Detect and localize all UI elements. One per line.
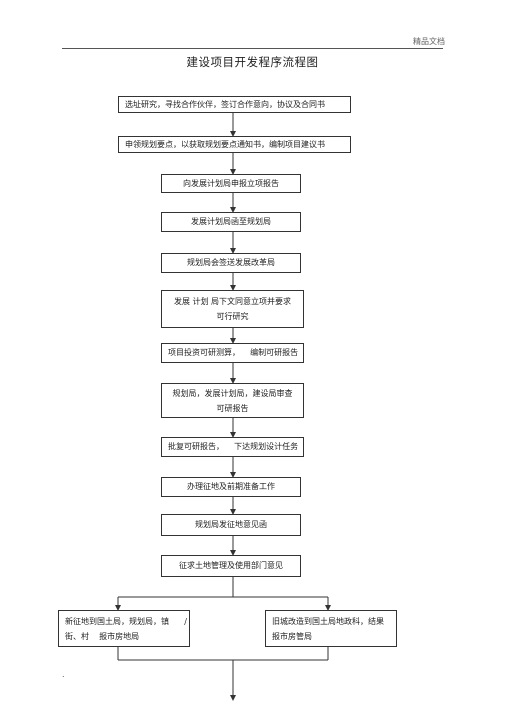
step-countersign: 规划局会签送发展改革局 <box>161 253 301 273</box>
step-planning-letter: 发展计划局函至规划局 <box>161 212 301 232</box>
step-land-opinion-letter: 规划局发征地意见函 <box>161 514 301 536</box>
step-planning-points: 申领规划要点，以获取规划要点通知书，编制项目建议书 <box>118 136 351 153</box>
branch-new-land: 新征地到国土局，规划局，镇 / 街、村 报市房地局 <box>58 610 190 647</box>
header-watermark-text: 精品文档 <box>413 37 445 46</box>
step-site-selection: 选址研究，寻找合作伙伴，签订合作意向，协议及合同书 <box>118 96 351 113</box>
step-project-approval-report: 向发展计划局申报立项报告 <box>161 174 301 193</box>
step-approve-feasibility: 批复可研报告， 下达规划设计任务 <box>161 437 304 457</box>
step-solicit-opinions: 征求土地管理及使用部门意见 <box>161 555 301 577</box>
header-rule <box>62 48 443 49</box>
step-land-acquisition: 办理征地及前期准备工作 <box>161 477 301 497</box>
diagram-title: 建设项目开发程序流程图 <box>186 55 319 69</box>
step-approval-document: 发展 计划 局下文同意立项并要求 可行研究 <box>161 290 304 328</box>
footer-dot: . <box>62 670 65 679</box>
step-feasibility-estimate: 项目投资可研测算， 编制可研报告 <box>161 343 304 363</box>
branch-old-city-renovation: 旧城改造到国土局地政科，结果 报市房管局 <box>265 610 397 647</box>
step-feasibility-review: 规划局，发展计划局，建设局审查 可研报告 <box>161 383 304 418</box>
